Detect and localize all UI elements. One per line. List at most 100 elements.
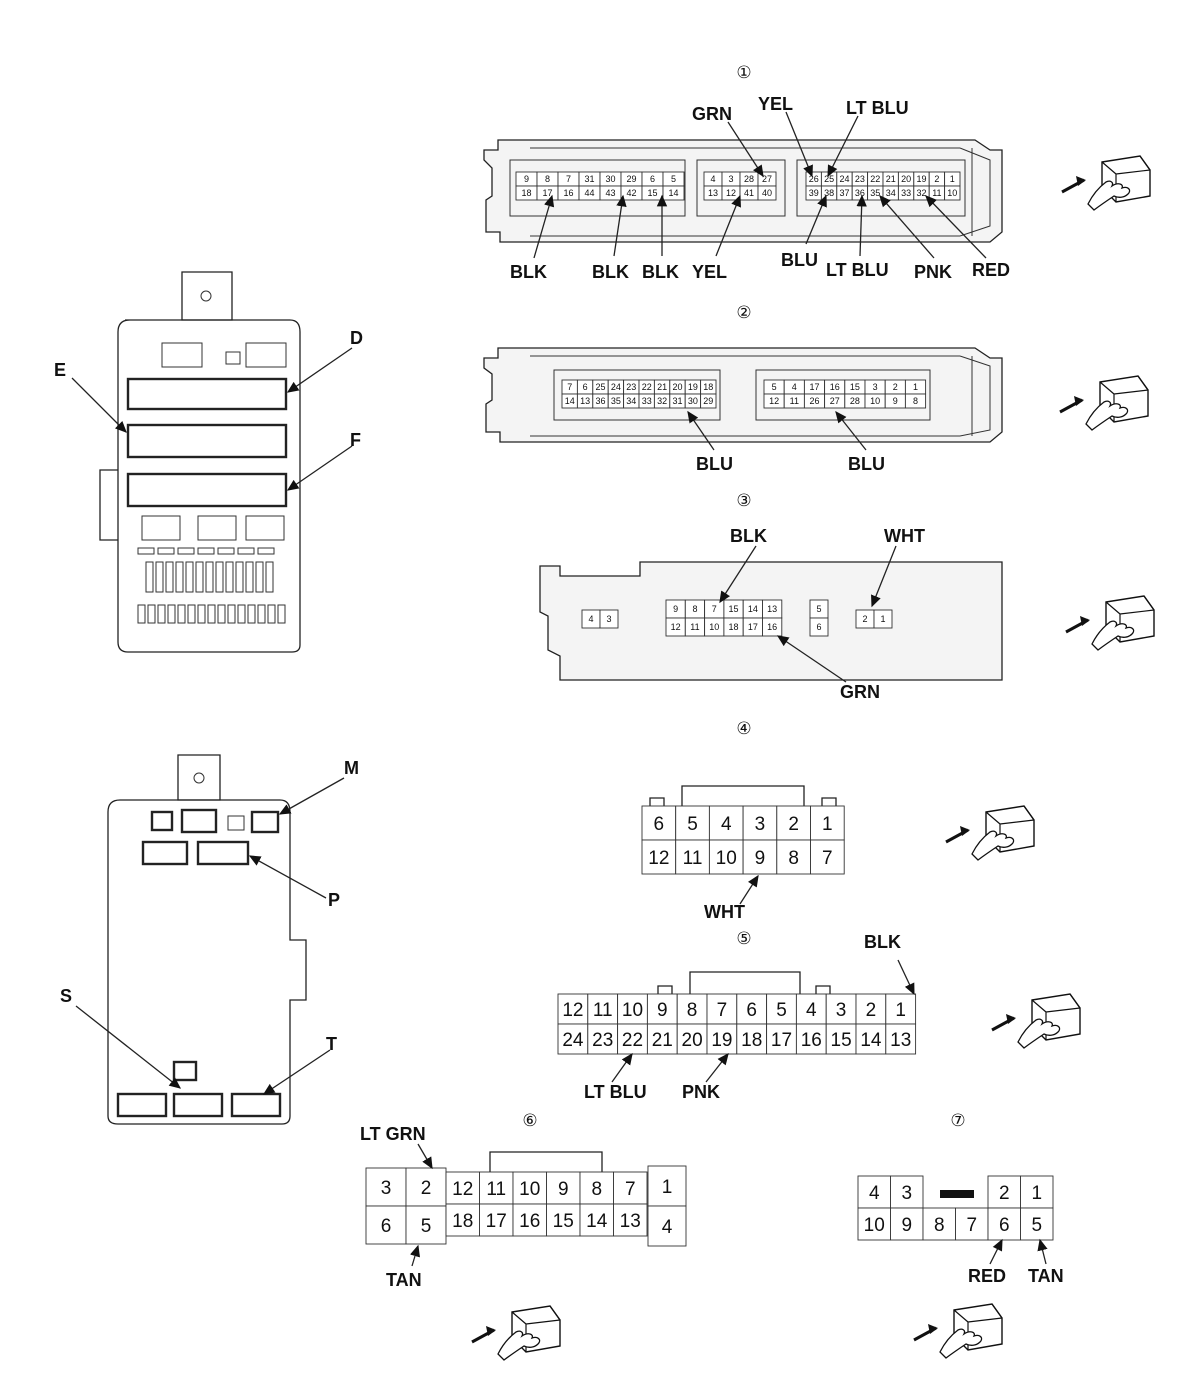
pin-cell bbox=[810, 839, 845, 875]
wire-grn: GRN bbox=[692, 104, 732, 124]
pin-number: 9 bbox=[673, 604, 678, 614]
pin-number: 43 bbox=[605, 188, 615, 198]
pin-number: 9 bbox=[558, 1179, 569, 1200]
connector-5-number: ⑤ bbox=[736, 929, 751, 949]
pin-number: 18 bbox=[729, 622, 739, 632]
pin-number: 9 bbox=[893, 396, 898, 406]
pin-number: 28 bbox=[744, 174, 754, 184]
pin-number: 10 bbox=[947, 188, 957, 198]
pin-number: 11 bbox=[690, 622, 699, 632]
pin-cell bbox=[613, 1203, 648, 1237]
pin-number: 11 bbox=[932, 188, 941, 198]
pin-number: 3 bbox=[728, 174, 733, 184]
pin-number: 8 bbox=[788, 848, 799, 869]
pin-number: 10 bbox=[709, 622, 719, 632]
pin-number: 40 bbox=[762, 188, 772, 198]
pin-cell bbox=[809, 617, 829, 637]
pin-number: 20 bbox=[672, 382, 682, 392]
pin-number: 33 bbox=[642, 396, 652, 406]
wire-blu: BLU bbox=[781, 250, 818, 270]
pin-number: 7 bbox=[566, 174, 571, 184]
pin-cell bbox=[557, 993, 589, 1025]
label-f: F bbox=[350, 430, 361, 450]
wire-blk-3: BLK bbox=[642, 262, 679, 282]
pin-number: 3 bbox=[873, 382, 878, 392]
pin-number: 9 bbox=[755, 848, 766, 869]
pin-number: 31 bbox=[584, 174, 594, 184]
wire-tan: TAN bbox=[386, 1270, 422, 1290]
pin-cell bbox=[365, 1205, 407, 1245]
wire-blk-1: BLK bbox=[510, 262, 547, 282]
pin-cell bbox=[676, 993, 708, 1025]
pin-number: 14 bbox=[586, 1211, 608, 1232]
pin-number: 5 bbox=[1031, 1215, 1042, 1236]
pin-number: 31 bbox=[672, 396, 682, 406]
pin-number: 12 bbox=[671, 622, 681, 632]
pin-number: 10 bbox=[519, 1179, 540, 1200]
pin-number: 4 bbox=[662, 1217, 673, 1238]
pin-number: 2 bbox=[421, 1178, 432, 1199]
pin-number: 6 bbox=[650, 174, 655, 184]
pin-number: 15 bbox=[553, 1211, 574, 1232]
pin-number: 22 bbox=[870, 174, 880, 184]
pin-number: 22 bbox=[622, 1030, 643, 1051]
box-p bbox=[196, 840, 250, 866]
pin-number: 6 bbox=[583, 382, 588, 392]
pin-number: 24 bbox=[611, 382, 621, 392]
pin-number: 6 bbox=[746, 1000, 757, 1021]
wire-red: RED bbox=[972, 260, 1010, 280]
pin-number: 13 bbox=[890, 1030, 911, 1051]
pin-cell bbox=[885, 1023, 917, 1055]
pin-cell bbox=[904, 393, 927, 409]
pin-cell bbox=[365, 1167, 407, 1207]
label-e: E bbox=[54, 360, 66, 380]
pin-number: 6 bbox=[816, 622, 821, 632]
pin-number: 1 bbox=[950, 174, 955, 184]
pin-number: 29 bbox=[703, 396, 713, 406]
box-t bbox=[230, 1092, 282, 1118]
pin-number: 9 bbox=[657, 1000, 668, 1021]
pin-number: 8 bbox=[692, 604, 697, 614]
label-d: D bbox=[350, 328, 363, 348]
pin-number: 19 bbox=[711, 1030, 732, 1051]
hand-pointer-icon bbox=[1058, 374, 1150, 432]
pin-number: 1 bbox=[895, 1000, 906, 1021]
pin-number: 9 bbox=[901, 1215, 912, 1236]
pin-number: 16 bbox=[830, 382, 840, 392]
pin-number: 7 bbox=[712, 604, 717, 614]
pin-number: 15 bbox=[647, 188, 657, 198]
pin-cell bbox=[762, 617, 783, 637]
pin-number: 3 bbox=[836, 1000, 847, 1021]
pin-number: 17 bbox=[809, 382, 819, 392]
pin-cell bbox=[579, 1171, 614, 1205]
box-e bbox=[126, 423, 288, 459]
pin-cell bbox=[587, 993, 619, 1025]
latch-mark bbox=[940, 1190, 974, 1198]
pin-number: 34 bbox=[886, 188, 896, 198]
wire-ltgrn: LT GRN bbox=[360, 1124, 426, 1144]
pin-number: 8 bbox=[913, 396, 918, 406]
pin-number: 4 bbox=[806, 1000, 817, 1021]
connector-2-number: ② bbox=[736, 303, 751, 323]
pin-number: 35 bbox=[611, 396, 621, 406]
wire-yel-top: YEL bbox=[758, 94, 793, 114]
pin-cell bbox=[825, 1023, 857, 1055]
pin-cell bbox=[776, 805, 811, 841]
pin-number: 17 bbox=[542, 188, 552, 198]
pin-number: 2 bbox=[866, 1000, 877, 1021]
pin-number: 3 bbox=[381, 1178, 392, 1199]
box-s bbox=[172, 1092, 224, 1118]
pin-number: 28 bbox=[850, 396, 860, 406]
pin-cell bbox=[795, 1023, 827, 1055]
pin-number: 18 bbox=[741, 1030, 762, 1051]
pin-number: 37 bbox=[839, 188, 849, 198]
pin-number: 3 bbox=[606, 614, 611, 624]
pin-cell bbox=[757, 185, 777, 201]
